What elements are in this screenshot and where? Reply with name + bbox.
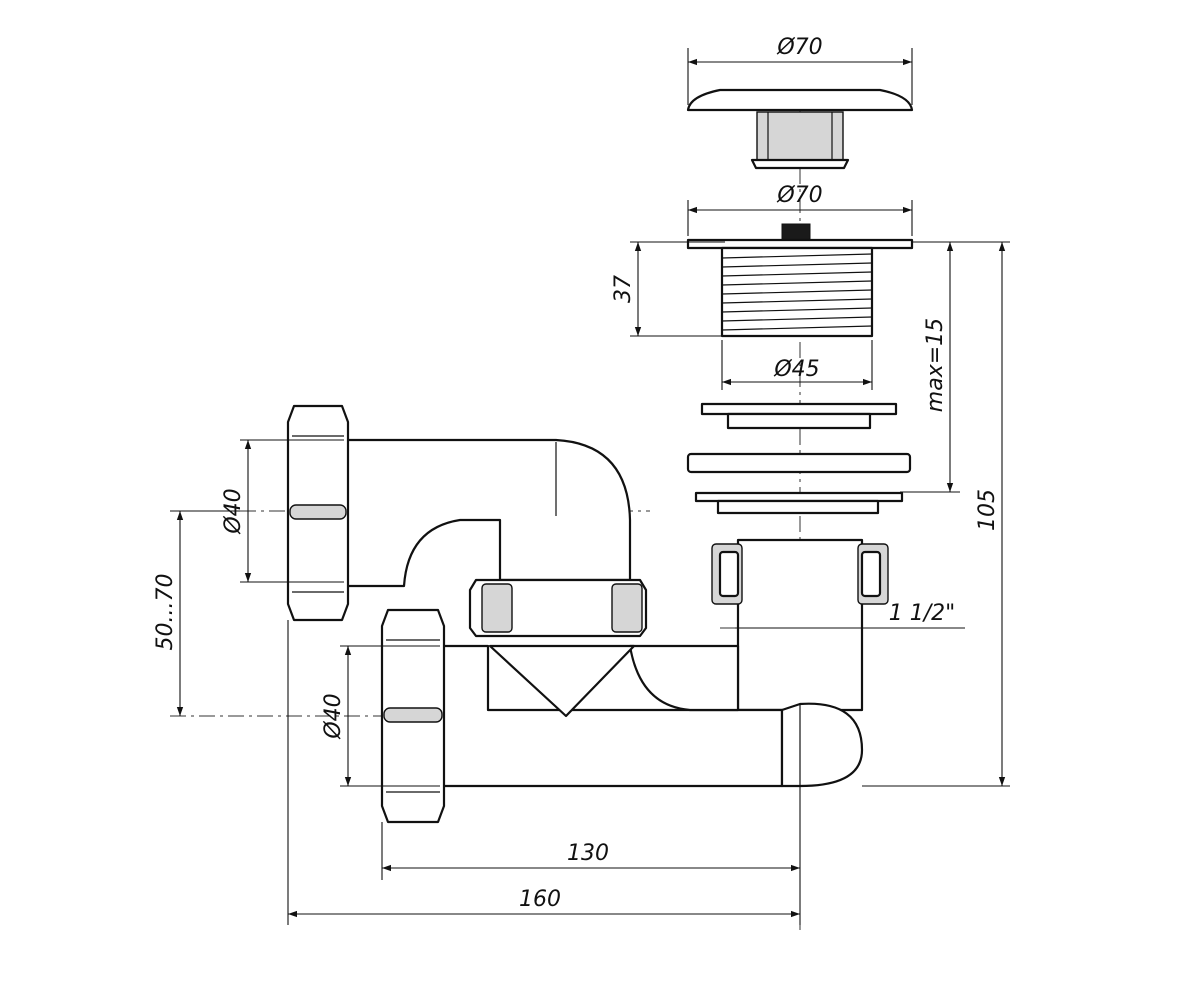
label-trap-connection: 1 1/2" bbox=[889, 601, 956, 626]
label-130: 130 bbox=[567, 841, 609, 866]
upper-inlet-nut bbox=[286, 404, 350, 622]
dimension-lines bbox=[176, 58, 1006, 918]
lower-pipe bbox=[438, 644, 864, 788]
washer-top bbox=[700, 402, 898, 430]
extension-lines bbox=[170, 48, 1010, 925]
dimension-labels: Ø70 Ø70 37 Ø45 max=15 105 Ø40 Ø40 50...7… bbox=[153, 35, 1000, 912]
rubber-gasket bbox=[686, 452, 912, 474]
washer-bottom bbox=[694, 491, 904, 515]
thread-lines bbox=[721, 253, 873, 331]
middle-coupling bbox=[468, 578, 648, 718]
label-thread-diameter: Ø45 bbox=[773, 357, 819, 382]
label-total-height: 105 bbox=[975, 489, 1000, 531]
label-lower-outlet-diameter: Ø40 bbox=[321, 693, 346, 739]
lower-outlet-nut bbox=[380, 608, 446, 824]
label-plug-diameter: Ø70 bbox=[776, 35, 822, 60]
label-max-thickness: max=15 bbox=[923, 318, 948, 412]
label-160: 160 bbox=[519, 887, 561, 912]
upper-inlet-pipe bbox=[342, 438, 632, 588]
label-inlet-offset: 50...70 bbox=[153, 574, 178, 651]
label-upper-inlet-diameter: Ø40 bbox=[221, 488, 246, 534]
plug-cap bbox=[686, 88, 914, 170]
label-thread-height: 37 bbox=[611, 275, 636, 303]
label-flange-diameter: Ø70 bbox=[776, 183, 822, 208]
flange-body bbox=[686, 223, 914, 338]
